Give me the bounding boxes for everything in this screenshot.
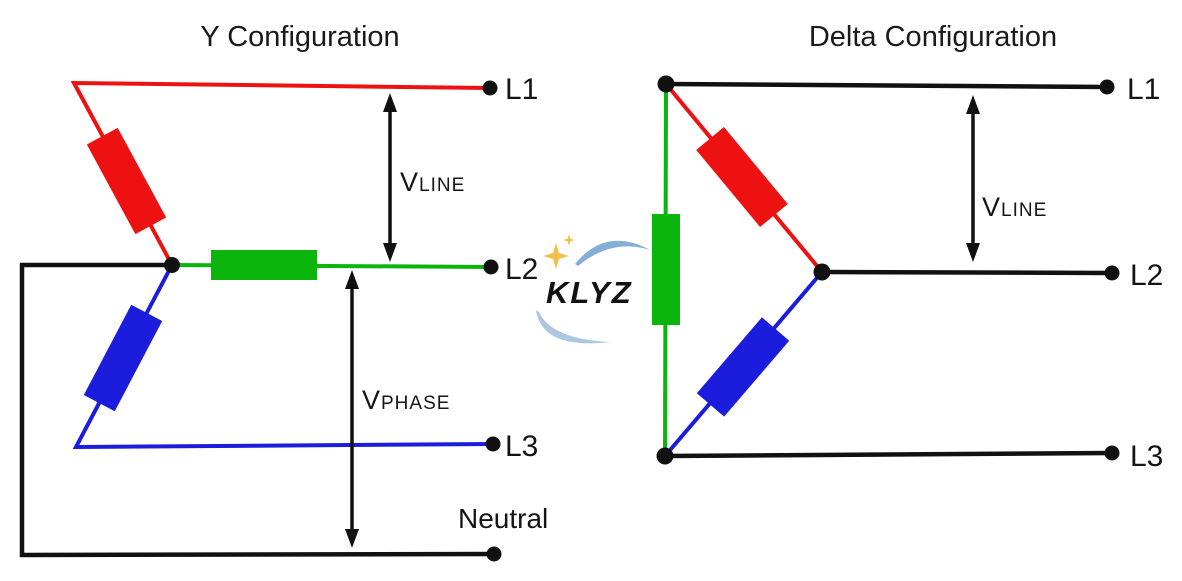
delta-right-node-dot (813, 263, 831, 281)
delta-terminal-dot-l2 (1104, 265, 1120, 281)
y-label-l2: L2 (505, 253, 538, 286)
delta-label-l2: L2 (1130, 259, 1163, 292)
watermark-arc-bottom (536, 310, 610, 344)
sparkle-small-icon (563, 234, 575, 246)
delta-top-node-dot (657, 75, 675, 93)
delta-l1-wire (665, 81, 1108, 90)
y-vline-label: Vline (400, 167, 465, 197)
y-terminal-dot-neutral (486, 546, 502, 562)
delta-configuration: Delta Configuration L1 L2 L3 (652, 21, 1163, 473)
y-label-l3: L3 (505, 430, 538, 463)
y-terminal-dot-l2 (483, 259, 499, 275)
y-label-neutral: Neutral (458, 503, 548, 534)
delta-terminal-dot-l1 (1099, 79, 1115, 95)
y-config-title: Y Configuration (200, 21, 399, 53)
delta-vline-arrow-icon (966, 95, 980, 262)
y-terminal-dot-l1 (482, 80, 498, 96)
delta-vline-label: Vline (982, 192, 1047, 222)
y-red-resistor (86, 127, 167, 235)
delta-label-l1: L1 (1127, 73, 1160, 106)
watermark-logo-text: KLYZ (546, 275, 633, 310)
y-green-resistor (211, 250, 317, 280)
y-neutral-wire (19, 262, 495, 558)
delta-bottom-node-dot (656, 447, 674, 465)
y-center-node-dot (164, 257, 180, 273)
delta-terminal-dot-l3 (1104, 445, 1120, 461)
y-vline-arrow-icon (383, 93, 397, 262)
y-vphase-label: Vphase (362, 385, 450, 415)
y-configuration: Y Configuration L1 L2 L3 Neutral (19, 21, 548, 562)
y-terminal-dot-l3 (485, 436, 501, 452)
sparkle-icon (543, 243, 569, 269)
delta-l2-wire (821, 269, 1113, 276)
y-blue-resistor (83, 304, 163, 412)
y-vphase-arrow-icon (345, 270, 359, 548)
delta-blue-resistor (696, 317, 790, 417)
delta-config-title: Delta Configuration (809, 21, 1057, 53)
delta-red-resistor (696, 127, 788, 227)
watermark-arc-top (575, 240, 650, 266)
klyz-watermark: KLYZ (536, 234, 650, 344)
delta-green-resistor (652, 214, 680, 325)
delta-label-l3: L3 (1130, 440, 1163, 473)
y-label-l1: L1 (505, 73, 538, 106)
delta-l3-wire (664, 450, 1113, 459)
